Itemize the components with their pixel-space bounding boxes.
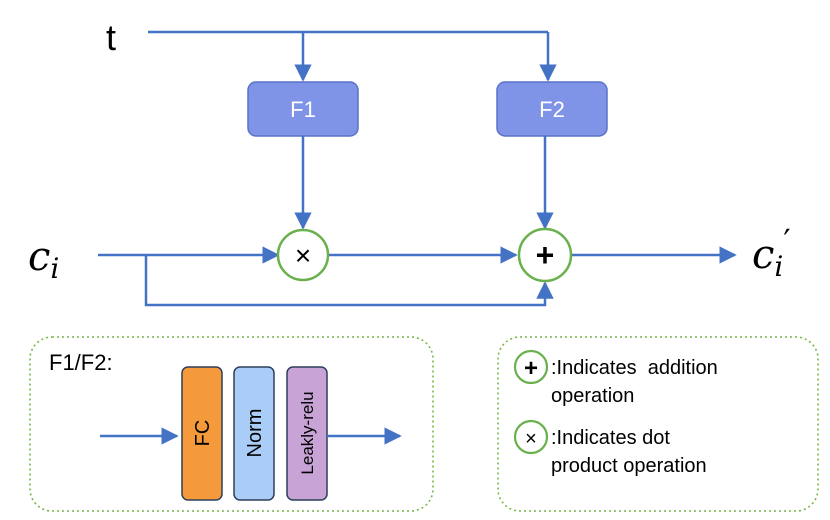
output-c-prime: ′ — [783, 222, 790, 260]
legend-add-line2: operation — [551, 385, 634, 407]
legend-dot-line1: :Indicates dot — [551, 427, 670, 449]
norm-layer-label: Norm — [244, 409, 266, 458]
legend-add-icon — [513, 349, 549, 385]
multiply-operator: × — [276, 228, 330, 282]
output-c-label: ci′ — [752, 222, 791, 283]
legend-dot-item: × :Indicates dot product operation — [513, 419, 707, 477]
legend-panel: + :Indicates addition operation × :Indic… — [497, 336, 819, 512]
detail-panel-title: F1/F2: — [49, 350, 113, 375]
input-t-label: t — [106, 17, 116, 58]
multiply-symbol: × — [295, 240, 311, 271]
f1-label: F1 — [290, 97, 316, 122]
norm-layer: Norm — [233, 366, 275, 501]
input-c-label: ci — [28, 234, 59, 285]
add-symbol: + — [536, 237, 555, 273]
f2-block: F2 — [496, 81, 608, 137]
output-c-sub: i — [774, 250, 783, 283]
output-c-base: c — [752, 232, 774, 278]
input-c-base: c — [28, 234, 50, 280]
fc-layer: FC — [181, 366, 223, 501]
legend-add-symbol: + — [524, 355, 538, 382]
f-detail-panel: F1/F2: FC Norm Leakly-relu — [29, 336, 434, 512]
leaky-relu-layer-label: Leakly-relu — [298, 391, 317, 474]
residual-connection-arrow — [144, 255, 554, 307]
legend-multiply-icon — [513, 419, 549, 455]
leaky-relu-layer: Leakly-relu — [286, 366, 328, 501]
f1-block: F1 — [247, 81, 359, 137]
input-c-sub: i — [50, 252, 59, 285]
add-operator: + — [517, 227, 573, 283]
fc-layer-label: FC — [192, 420, 214, 447]
legend-dot-line2: product operation — [551, 455, 707, 477]
legend-add-line1: :Indicates addition — [551, 357, 718, 379]
legend-multiply-symbol: × — [525, 428, 537, 450]
f2-label: F2 — [539, 97, 565, 122]
legend-add-item: + :Indicates addition operation — [513, 349, 718, 407]
